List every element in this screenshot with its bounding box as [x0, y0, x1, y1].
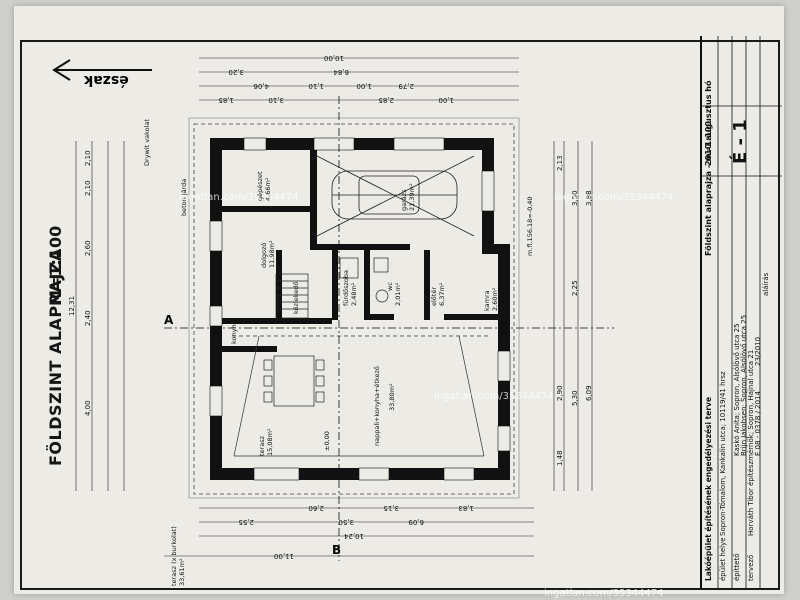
room-area-hall: 6,37m² [438, 282, 446, 306]
dim-left-5: 2,10 [84, 150, 92, 166]
dim-left-2: 2,10 [84, 180, 92, 196]
paving-label: beton járda [180, 179, 188, 216]
job-number: 23/2010 [754, 336, 762, 366]
room-area-garage: 21,39m² [408, 183, 416, 211]
dim-top-1: 6,84 [333, 68, 349, 76]
room-name-mechanical: gépészet [256, 171, 264, 201]
watermark: ingatlan.com/35344474 [544, 588, 664, 599]
room-name-kitchen: konyha [230, 320, 238, 344]
dim-bottom-0: 11,00 [274, 552, 294, 560]
room-name-living: nappali+konyha+étkező [372, 366, 381, 446]
dim-right-0: 3,88 [585, 190, 593, 206]
dim-right-5: 1,48 [556, 450, 564, 466]
room-area-office: 11,98m² [268, 240, 276, 268]
dim-top-5: 1,00 [356, 82, 372, 90]
room-area-terrace2: 33,61m² [178, 558, 186, 586]
room-name-garage: garázs [400, 189, 408, 211]
dim-bottom-4: 1,83 [458, 504, 474, 512]
dim-bottom-7: 3,50 [338, 518, 354, 526]
dim-top-0: 10,00 [324, 54, 344, 62]
room-name-corridor: közlekedő [291, 282, 300, 314]
room-name-pantry: kamra [483, 290, 491, 311]
dim-top-6: 2,79 [398, 82, 414, 90]
dim-left-0: 12,31 [68, 296, 76, 316]
room-name-hall: előtér [429, 287, 438, 306]
dim-top-10: 1,00 [438, 96, 454, 104]
drawing-sheet: FÖLDSZINT ALAPRAJZA M=1:100 észak [14, 6, 784, 599]
dim-right-4: 6,09 [585, 385, 593, 401]
room-area-wc: 2,01m² [394, 282, 402, 306]
dim-right-6: 2,13 [556, 155, 564, 171]
location-label: épület helye [719, 537, 727, 581]
dim-right-2: 2,25 [571, 280, 579, 296]
title-block: Lakóépület építésének engedélyezési terv… [700, 36, 782, 588]
level-zero-label: ±0,00 [323, 431, 331, 451]
dim-left-3: 2,60 [84, 240, 92, 256]
watermark: ingatlan.com/35344474 [179, 192, 299, 203]
room-name-bath: fürdőszoba [341, 270, 350, 306]
room-area-bath: 2,48m² [350, 282, 358, 306]
license-value: É 08 - 0378 / 2014 [754, 391, 762, 456]
drawing-frame [20, 40, 780, 590]
room-area-living: 33,80m² [388, 383, 396, 411]
dim-left-4: 2,40 [84, 310, 92, 326]
dim-bottom-3: 3,15 [383, 504, 399, 512]
watermark: ingatlan.com/35344474 [434, 391, 554, 402]
dim-bottom-6: 2,55 [238, 518, 254, 526]
dim-top-8: 2,85 [378, 96, 394, 104]
section-a-label: A [164, 313, 174, 327]
sheet-number: É - 1 [730, 119, 751, 164]
level-top-label: m.fl.156,18=-0,40 [526, 196, 534, 256]
room-name-terrace2: terasz (x burkolat) [170, 526, 178, 586]
dim-top-3: 4,06 [253, 82, 269, 90]
dim-left-1: 4,00 [84, 400, 92, 416]
watermark: ingatlan.com/35344474 [554, 192, 674, 203]
room-area-terrace: 15,08m² [266, 428, 274, 456]
dim-bottom-2: 2,60 [308, 504, 324, 512]
section-b-label: B [332, 543, 341, 557]
room-name-wc: wc [386, 282, 394, 291]
dim-right-1: 3,50 [571, 190, 579, 206]
signature-label: aláírás [762, 272, 770, 296]
dim-top-9: 1,85 [218, 96, 234, 104]
room-area-mechanical: 4,66m² [264, 177, 272, 201]
room-name-office: dolgozó [260, 243, 268, 268]
room-area-pantry: 2,60m² [491, 287, 499, 311]
location-value: Sopron-Tómalom, Kankalin utca; 10119/41 … [719, 371, 727, 536]
dim-right-7: 2,90 [556, 385, 564, 401]
dim-top-7: 3,10 [268, 96, 284, 104]
designer-label: tervező [747, 554, 755, 581]
drawing-date: 2010.augusztus hó [704, 80, 713, 167]
floor-plan: A B 10,00 6,84 3,20 4,06 1,10 1,00 2,79 … [68, 54, 614, 586]
dim-top-2: 3,20 [228, 68, 244, 76]
drain-label: Drywit vakolat [143, 119, 151, 166]
room-name-terrace: terasz [258, 435, 266, 456]
dim-right-3: 5,30 [571, 390, 579, 406]
client-label: építtető [733, 553, 741, 581]
dim-bottom-5: 6,09 [408, 518, 424, 526]
project-title: Lakóépület építésének engedélyezési terv… [704, 396, 713, 581]
dim-top-4: 1,10 [308, 82, 324, 90]
north-arrow-icon [52, 59, 152, 81]
dim-bottom-1: 10,24 [343, 532, 364, 540]
